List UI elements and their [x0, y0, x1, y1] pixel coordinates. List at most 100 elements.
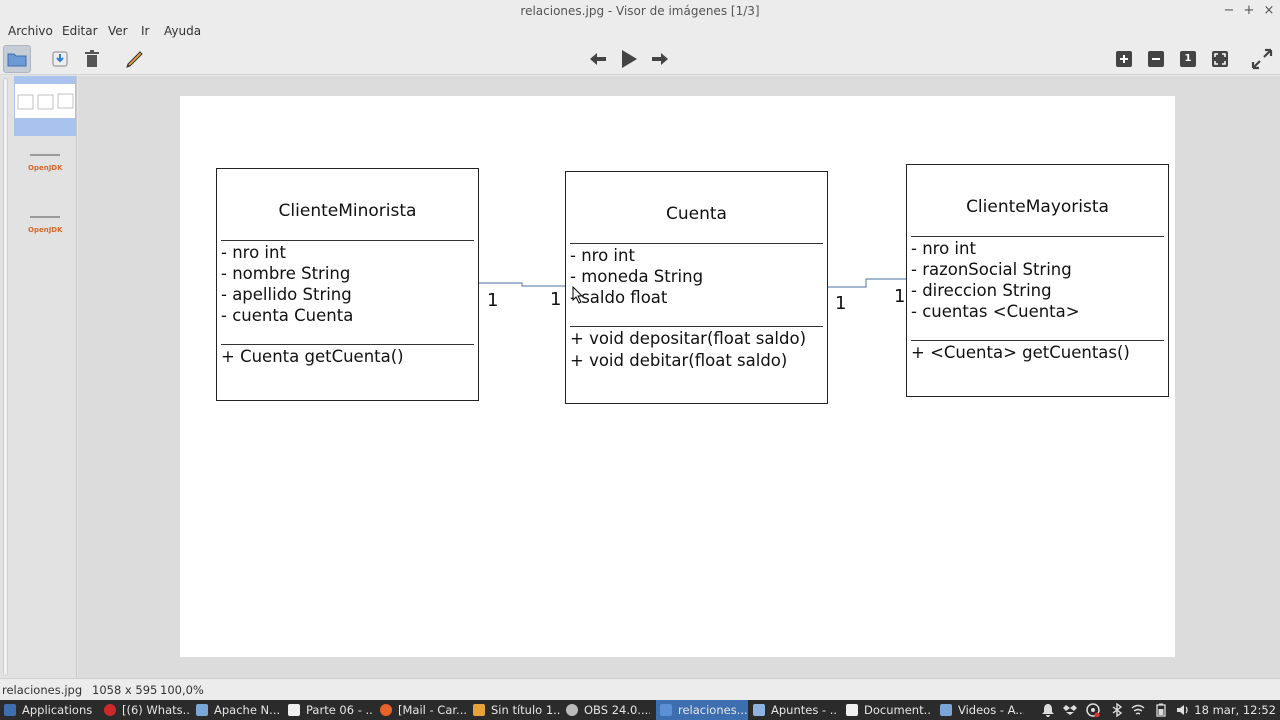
- menu-bar: Archivo Editar Ver Ir Ayuda: [0, 22, 1280, 42]
- task-label: Sin título 1...: [491, 703, 561, 717]
- next-button[interactable]: [646, 45, 674, 73]
- dropbox-icon[interactable]: [1063, 703, 1077, 717]
- task-obs[interactable]: OBS 24.0....: [566, 700, 650, 720]
- attribute: - apellido String: [221, 285, 352, 304]
- task-sin-titulo[interactable]: Sin título 1...: [473, 700, 561, 720]
- arrow-right-icon: [652, 53, 668, 65]
- task-label: Videos - A...: [958, 703, 1024, 717]
- task-label: OBS 24.0....: [584, 703, 650, 717]
- delete-button[interactable]: [78, 45, 106, 73]
- zoom-out-icon: [1148, 51, 1164, 67]
- firefox-icon: [380, 704, 392, 716]
- file-manager-icon: [940, 704, 952, 716]
- zoom-fit-button[interactable]: [1206, 45, 1234, 73]
- task-document[interactable]: Document...: [846, 700, 932, 720]
- slideshow-button[interactable]: [615, 45, 643, 73]
- thumbnail-text-line: [30, 216, 60, 218]
- previous-button[interactable]: [584, 45, 612, 73]
- clock[interactable]: 18 mar, 12:52: [1194, 703, 1276, 717]
- title-bar: relaciones.jpg - Visor de imágenes [1/3]…: [0, 0, 1280, 22]
- minimize-button[interactable]: −: [1223, 3, 1235, 18]
- edit-button[interactable]: [121, 45, 149, 73]
- association-lines: [478, 278, 906, 288]
- method: + void debitar(float saldo): [570, 351, 788, 370]
- multiplicity-label: 1: [835, 293, 847, 314]
- zoom-out-button[interactable]: [1142, 45, 1170, 73]
- class-separator: [570, 243, 823, 244]
- class-separator: [570, 326, 823, 327]
- attribute: - cuenta Cuenta: [221, 306, 354, 325]
- applications-menu[interactable]: Applications: [4, 700, 96, 720]
- save-button[interactable]: [46, 45, 74, 73]
- menu-editar[interactable]: Editar: [62, 24, 98, 38]
- attribute: - cuentas <Cuenta>: [911, 302, 1080, 321]
- task-label: [Mail - Car...: [398, 703, 468, 717]
- task-label: Parte 06 - ...: [306, 703, 374, 717]
- class-separator: [911, 236, 1164, 237]
- task-videos[interactable]: Videos - A...: [940, 700, 1024, 720]
- task-mail[interactable]: [Mail - Car...: [380, 700, 468, 720]
- notification-bell-icon[interactable]: [1041, 703, 1055, 717]
- attribute: - nombre String: [221, 264, 351, 283]
- applications-label: Applications: [22, 703, 93, 717]
- fullscreen-button[interactable]: [1248, 45, 1276, 73]
- obs-tray-icon[interactable]: [1086, 703, 1100, 717]
- attribute: - nro int: [570, 246, 635, 265]
- maximize-button[interactable]: +: [1243, 3, 1255, 18]
- task-whatsapp[interactable]: [(6) Whats...: [104, 700, 190, 720]
- zoom-in-icon: [1116, 51, 1132, 67]
- document-icon: [846, 704, 858, 716]
- task-label: Apuntes - ...: [771, 703, 837, 717]
- class-separator: [221, 344, 474, 345]
- image-viewer-icon: [660, 704, 672, 716]
- thumbnail-diagram: [17, 93, 74, 110]
- status-dimensions: 1058 x 595: [92, 683, 158, 697]
- opera-icon: [104, 704, 116, 716]
- status-filename: relaciones.jpg: [2, 683, 83, 697]
- menu-ver[interactable]: Ver: [108, 24, 128, 38]
- task-label: relaciones...: [678, 703, 748, 717]
- applications-icon: [4, 704, 16, 716]
- method: + void depositar(float saldo): [570, 329, 807, 348]
- zoom-in-button[interactable]: [1110, 45, 1138, 73]
- fullscreen-icon: [1251, 48, 1273, 70]
- method: + Cuenta getCuenta(): [221, 347, 404, 366]
- battery-icon[interactable]: [1154, 703, 1168, 717]
- folder-icon: [7, 53, 27, 67]
- menu-ir[interactable]: Ir: [141, 24, 150, 38]
- bluetooth-icon[interactable]: [1110, 703, 1124, 717]
- open-folder-button[interactable]: [3, 45, 31, 73]
- class-cuenta: Cuenta - nro int - moneda String - saldo…: [565, 171, 828, 404]
- close-button[interactable]: ×: [1263, 3, 1275, 18]
- attribute: - razonSocial String: [911, 260, 1072, 279]
- zoom-100-button[interactable]: 1: [1174, 45, 1202, 73]
- image-viewer[interactable]: ClienteMinorista - nro int - nombre Stri…: [78, 76, 1280, 678]
- task-apuntes[interactable]: Apuntes - ...: [753, 700, 837, 720]
- multiplicity-label: 1: [894, 286, 906, 307]
- task-apache[interactable]: Apache N...: [196, 700, 280, 720]
- volume-icon[interactable]: [1176, 703, 1190, 717]
- arrow-left-icon: [590, 53, 606, 65]
- wifi-icon[interactable]: [1131, 703, 1145, 717]
- class-name: Cuenta: [666, 204, 727, 224]
- menu-archivo[interactable]: Archivo: [8, 24, 53, 38]
- class-cliente-minorista: ClienteMinorista - nro int - nombre Stri…: [216, 168, 479, 401]
- taskbar: Applications [(6) Whats... Apache N... P…: [0, 700, 1280, 720]
- sidebar-scrollbar[interactable]: [3, 78, 8, 676]
- class-cliente-mayorista: ClienteMayorista - nro int - razonSocial…: [906, 164, 1169, 397]
- attribute: - nro int: [911, 239, 976, 258]
- thumbnail-1[interactable]: [14, 76, 76, 136]
- attribute: - moneda String: [570, 267, 704, 286]
- task-label: Apache N...: [214, 703, 280, 717]
- multiplicity-label: 1: [487, 290, 499, 311]
- thumbnail-2[interactable]: OpenJDK: [14, 150, 76, 210]
- task-relaciones[interactable]: relaciones...: [656, 700, 748, 720]
- displayed-image: ClienteMinorista - nro int - nombre Stri…: [180, 96, 1175, 657]
- task-parte-06[interactable]: Parte 06 - ...: [288, 700, 374, 720]
- thumbnail-caption: OpenJDK: [28, 226, 63, 234]
- netbeans-icon: [196, 704, 208, 716]
- menu-ayuda[interactable]: Ayuda: [164, 24, 202, 38]
- thumbnail-3[interactable]: OpenJDK: [14, 212, 76, 272]
- status-zoom: 100,0%: [160, 683, 204, 697]
- task-label: Document...: [864, 703, 932, 717]
